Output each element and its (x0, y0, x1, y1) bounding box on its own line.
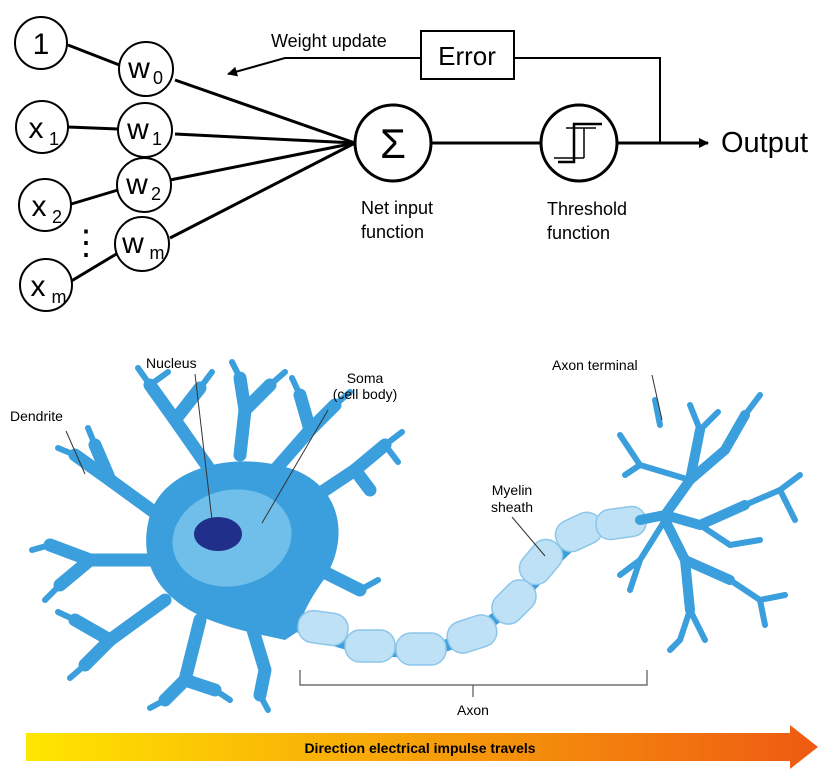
input-label: x (29, 112, 44, 145)
weight-subscript: 2 (151, 184, 161, 204)
myelin-label: sheath (491, 499, 533, 515)
direction-label: Direction electrical impulse travels (304, 740, 535, 756)
sum-symbol: Σ (380, 120, 406, 167)
net-input-node: Σ (353, 103, 433, 183)
weight-update-arrow (227, 57, 421, 77)
nucleus-label: Nucleus (146, 355, 197, 371)
axon-terminal (617, 392, 803, 653)
input-subscript: 1 (49, 129, 59, 149)
neuron-diagram: Nucleus Soma (cell body) Dendrite Axon t… (10, 355, 818, 769)
weight-node-wm: w m (114, 216, 170, 272)
weight-node-w2: w 2 (116, 157, 172, 213)
input-subscript: m (52, 287, 67, 307)
dendrites (29, 359, 405, 713)
weight-subscript: m (150, 243, 165, 263)
axon-bracket (299, 670, 648, 697)
weight-update-label: Weight update (271, 31, 387, 51)
weight-label: w (127, 52, 150, 85)
weight-label: w (126, 113, 149, 146)
weight-label: w (121, 227, 144, 260)
input-label: 1 (33, 28, 50, 61)
error-label: Error (438, 41, 496, 71)
dendrite-label: Dendrite (10, 408, 63, 424)
direction-arrow: Direction electrical impulse travels (26, 725, 818, 769)
step-function-icon (558, 122, 602, 164)
axon-terminal-label: Axon terminal (552, 357, 638, 373)
threshold-node (539, 103, 619, 183)
weight-subscript: 1 (152, 129, 162, 149)
axon-label: Axon (457, 702, 489, 718)
output-label: Output (721, 127, 808, 159)
weight-label: w (125, 168, 148, 201)
threshold-label: Threshold (547, 199, 627, 219)
weight-node-w1: w 1 (117, 102, 173, 158)
ellipsis: ⋮ (69, 224, 103, 262)
input-node-xm: x m (19, 258, 73, 312)
weight-node-w0: w 0 (118, 41, 174, 97)
input-label: x (32, 190, 47, 223)
callout-lines (65, 373, 663, 557)
input-node-bias: 1 (14, 16, 68, 70)
soma-label: Soma (347, 370, 384, 386)
input-weight-connectors (67, 43, 123, 285)
input-label: x (31, 270, 46, 303)
soma-label: (cell body) (333, 386, 398, 402)
error-feedback-line (514, 57, 661, 143)
weight-subscript: 0 (153, 68, 163, 88)
input-node-x2: x 2 (18, 178, 72, 232)
weight-sum-connectors (169, 78, 356, 240)
input-node-x1: x 1 (15, 100, 69, 154)
error-box: Error (420, 30, 515, 80)
myelin-label: Myelin (492, 482, 532, 498)
threshold-label: function (547, 223, 610, 243)
perceptron-diagram: 1 x 1 x 2 x m ⋮ w 0 w 1 (14, 16, 808, 312)
input-subscript: 2 (52, 207, 62, 227)
myelin-segments (297, 505, 647, 666)
nucleus (194, 517, 242, 551)
net-input-label: Net input (361, 198, 433, 218)
net-input-label: function (361, 222, 424, 242)
